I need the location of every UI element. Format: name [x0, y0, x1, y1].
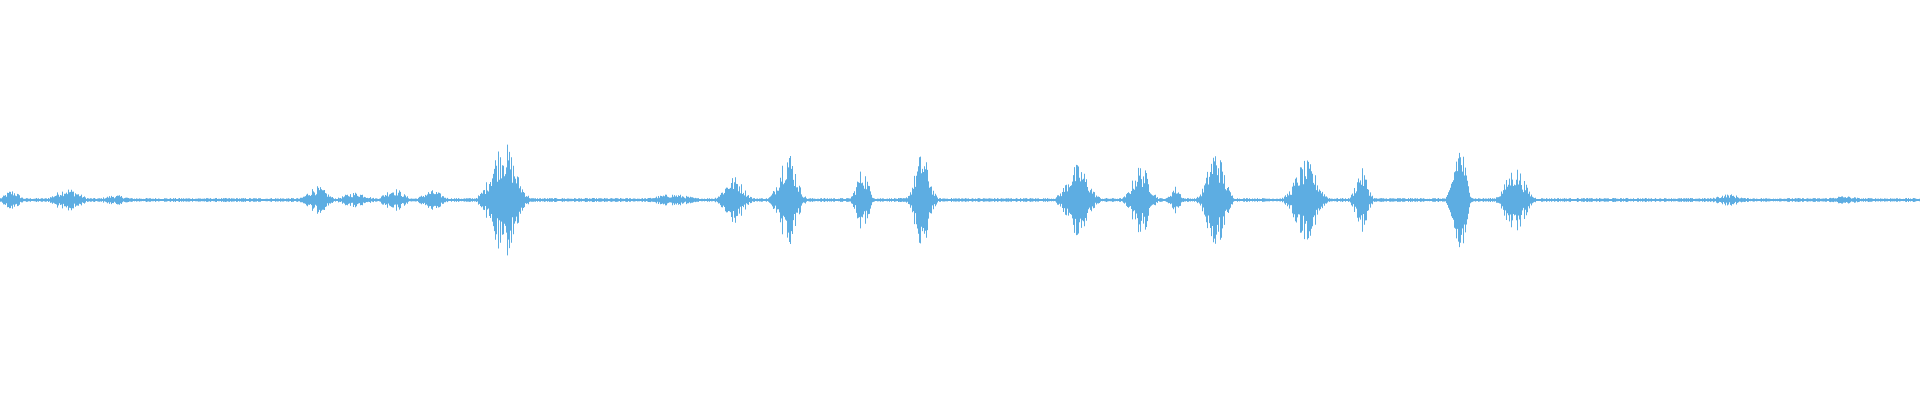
waveform-path — [0, 144, 1920, 256]
waveform-bars — [0, 144, 1920, 256]
